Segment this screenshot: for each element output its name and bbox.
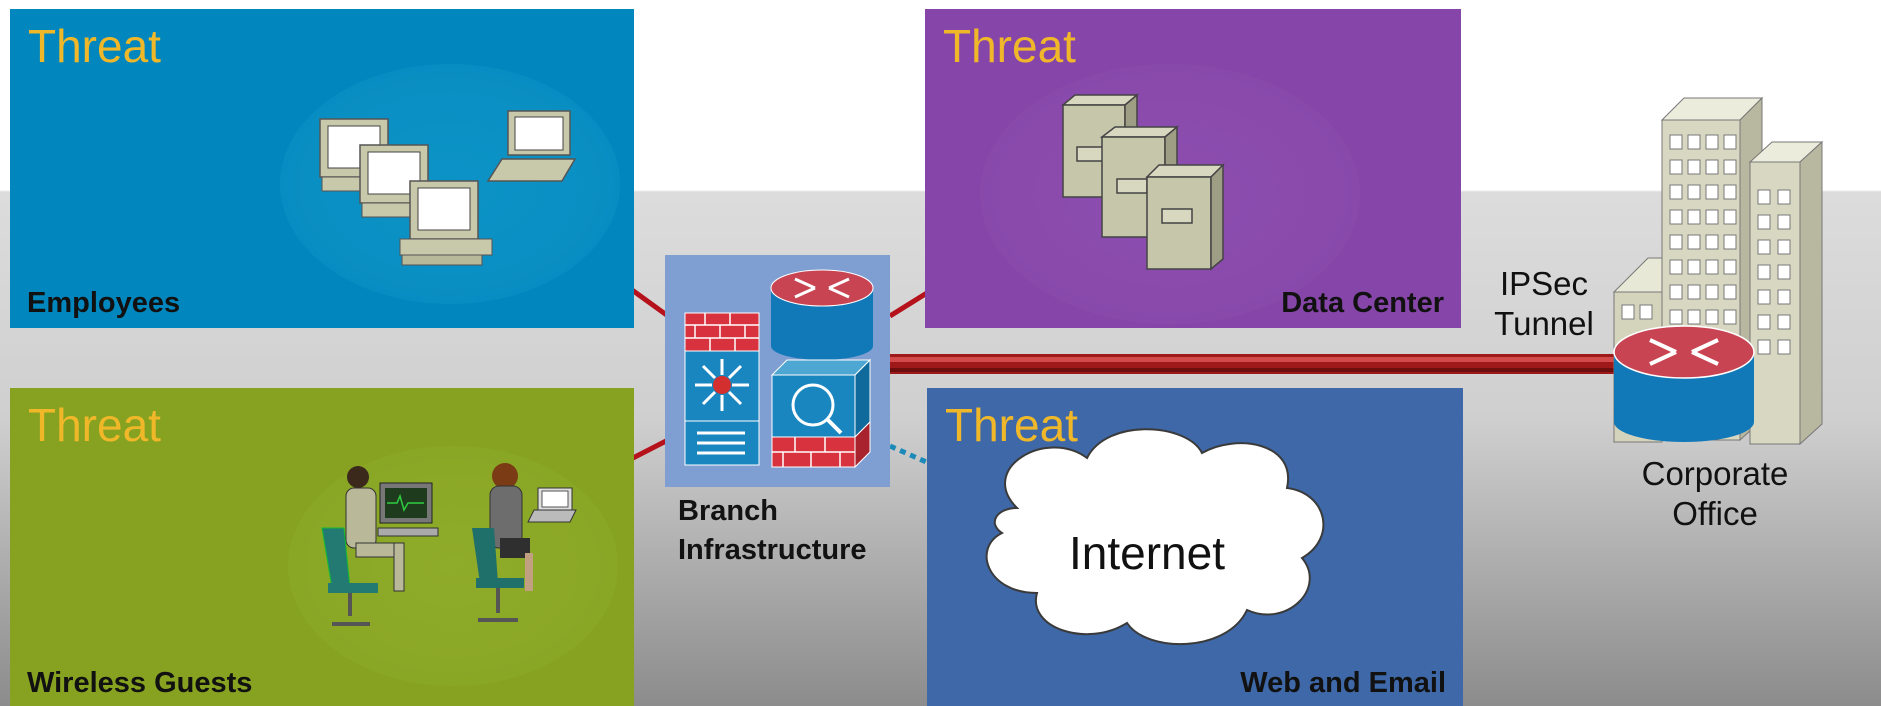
ips-appliance-icon <box>770 358 872 469</box>
web-and-email-panel: Threat Internet Web and Email <box>927 388 1463 706</box>
branch-label-line1: Branch <box>678 495 778 527</box>
switch-icon <box>684 350 760 466</box>
firewall-icon <box>684 312 760 352</box>
corporate-label-line2: Office <box>1672 495 1758 532</box>
wireless-guests-panel: Threat <box>10 388 634 706</box>
ipsec-tunnel <box>890 354 1620 374</box>
computers-icon <box>319 110 577 266</box>
tunnel-label-line1: IPSec <box>1499 265 1589 302</box>
file-servers-icon <box>1060 93 1225 271</box>
corporate-label-line1: Corporate <box>1641 455 1789 492</box>
corporate-router-icon <box>1613 325 1755 442</box>
branch-router-firewall-icon <box>684 269 874 469</box>
users-at-desk-icon <box>321 463 577 626</box>
threat-label: Threat <box>943 20 1076 72</box>
employees-panel: Threat Employees <box>10 9 634 328</box>
internet-label: Internet <box>1069 527 1225 579</box>
router-icon <box>770 269 874 360</box>
threat-label: Threat <box>945 399 1078 451</box>
data-center-panel: Threat Data Center <box>925 9 1461 328</box>
internet-cloud-icon <box>985 428 1325 646</box>
office-building-icon <box>1612 96 1824 446</box>
corporate-office-label: Corporate Office <box>1600 454 1830 534</box>
tunnel-label-line2: Tunnel <box>1494 305 1594 342</box>
branch-label-line2: Infrastructure <box>678 534 867 566</box>
data-center-label: Data Center <box>1281 287 1444 319</box>
threat-label: Threat <box>28 20 161 72</box>
employees-label: Employees <box>27 287 181 319</box>
wireless-guests-label: Wireless Guests <box>27 667 253 699</box>
threat-label: Threat <box>28 399 161 451</box>
web-and-email-label: Web and Email <box>1240 667 1446 699</box>
branch-infrastructure-box <box>665 255 890 487</box>
branch-infrastructure-label: Branch Infrastructure <box>678 492 867 570</box>
ipsec-tunnel-label: IPSec Tunnel <box>1485 264 1603 344</box>
